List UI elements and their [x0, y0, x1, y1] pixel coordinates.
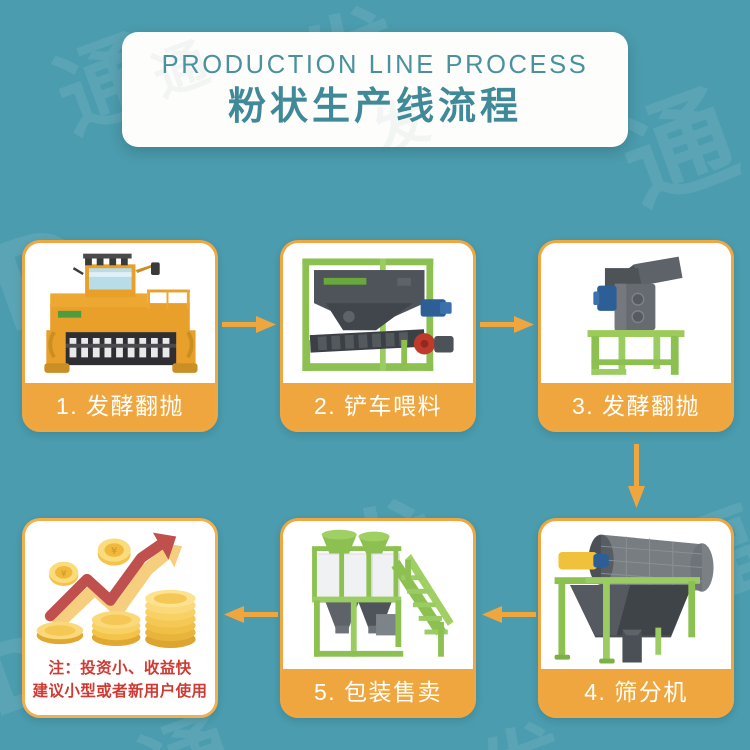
note-line-2: 建议小型或者新用户使用	[32, 682, 208, 700]
growth-chart-coins-icon: ¥ ¥	[36, 532, 196, 648]
step-card-2[interactable]: 2. 铲车喂料	[280, 240, 476, 432]
step-4-photo	[541, 521, 731, 669]
header-chinese-title: 粉状生产线流程	[227, 85, 522, 128]
step-card-5[interactable]: 5. 包装售卖	[280, 518, 476, 718]
note-line-1: 注：投资小、收益快	[48, 660, 192, 678]
step-2-label: 2. 铲车喂料	[283, 383, 473, 429]
step-2-photo	[283, 243, 473, 383]
step-3-label: 3. 发酵翻抛	[541, 383, 731, 429]
arrow-step1-to-step2	[222, 316, 276, 333]
note-card[interactable]: ¥ ¥	[22, 518, 218, 718]
step-5-photo	[283, 521, 473, 669]
arrow-step4-to-step5	[482, 606, 536, 623]
header-card: 通 发 PRODUCTION LINE PROCESS 粉状生产线流程	[122, 32, 628, 147]
header-english-title: PRODUCTION LINE PROCESS	[161, 51, 589, 80]
svg-text:¥: ¥	[111, 546, 117, 557]
compost-turner-machine-icon	[44, 253, 198, 373]
rotary-screening-machine-icon	[554, 534, 714, 664]
svg-text:¥: ¥	[61, 569, 67, 579]
note-illustration: ¥ ¥	[25, 521, 215, 659]
arrow-step5-to-note	[224, 606, 278, 623]
step-card-4[interactable]: 4. 筛分机	[538, 518, 734, 718]
packaging-machine-icon	[312, 529, 454, 657]
arrow-step3-to-step4	[628, 444, 645, 508]
crusher-machine-icon	[587, 256, 685, 375]
step-card-1[interactable]: 1. 发酵翻抛	[22, 240, 218, 432]
step-4-label: 4. 筛分机	[541, 669, 731, 715]
step-1-label: 1. 发酵翻抛	[25, 383, 215, 429]
step-3-photo	[541, 243, 731, 383]
note-text-block: 注：投资小、收益快 建议小型或者新用户使用	[25, 658, 215, 715]
step-1-photo	[25, 243, 215, 383]
arrow-step2-to-step3	[480, 316, 534, 333]
hopper-feeder-machine-icon	[302, 258, 454, 371]
step-card-3[interactable]: 3. 发酵翻抛	[538, 240, 734, 432]
step-5-label: 5. 包装售卖	[283, 669, 473, 715]
